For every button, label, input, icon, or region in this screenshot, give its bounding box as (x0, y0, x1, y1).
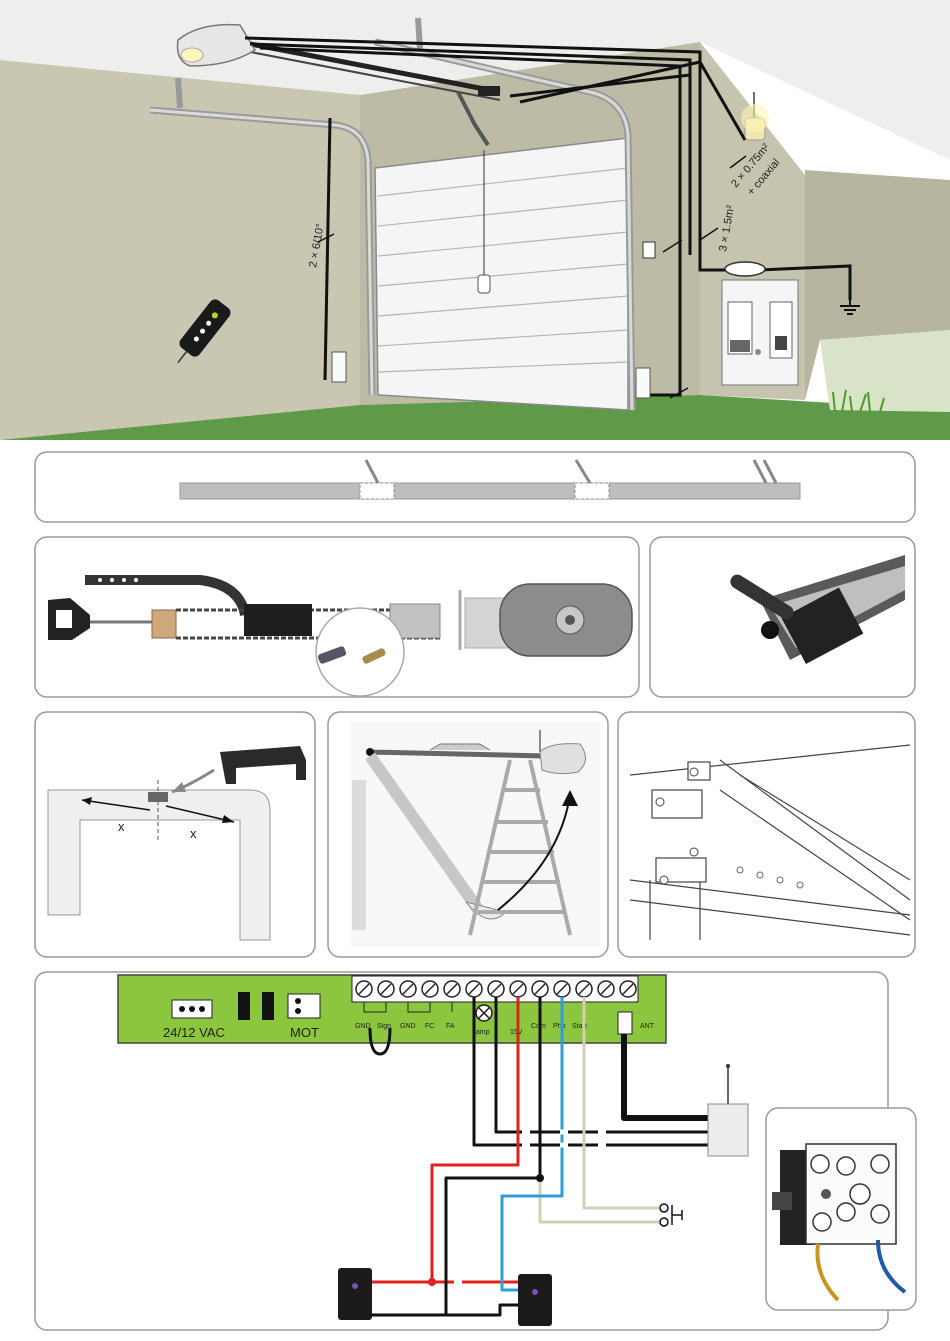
dimension-x-left: x (118, 819, 125, 834)
centering-panel: x x (35, 712, 315, 957)
breaker-box (722, 280, 798, 385)
terminal-label-gnd2: GND (400, 1023, 416, 1030)
dimension-x-right: x (190, 826, 197, 841)
flashlight-unit (708, 1104, 748, 1156)
terminal-label-ant: ANT (640, 1023, 655, 1030)
wiring-panel: 24/12 VAC MOT (35, 972, 888, 1330)
rail-assembly-panel (35, 452, 915, 522)
terminal-label-com: Com (531, 1023, 546, 1030)
mains-connector-panel (766, 1108, 916, 1310)
terminal-label-15v: 15V (510, 1029, 523, 1036)
motor-label: MOT (290, 1025, 319, 1040)
power-label: 24/12 VAC (163, 1025, 225, 1040)
installation-scene: 2 × 6/10° 2 × 0.75m² + coaxial 3 × 1.5m² (0, 0, 950, 440)
lamp-icon (476, 1005, 492, 1021)
terminal-label-fa: FA (446, 1023, 455, 1030)
mounting-ladder-panel (328, 712, 608, 957)
photocell-icon (338, 1268, 372, 1320)
rail-end-panel (650, 537, 915, 697)
terminal-label-pho: Pho (553, 1023, 566, 1030)
terminal-label-sign: Sign (377, 1023, 391, 1030)
terminal-label-fc: FC (425, 1023, 434, 1030)
terminal-label-gnd1: GND (355, 1023, 371, 1030)
flashlight-icon (741, 92, 769, 140)
bracket-detail-panel (618, 712, 915, 957)
chain-detail-panel (35, 537, 639, 697)
photocell-receiver (518, 1274, 552, 1326)
